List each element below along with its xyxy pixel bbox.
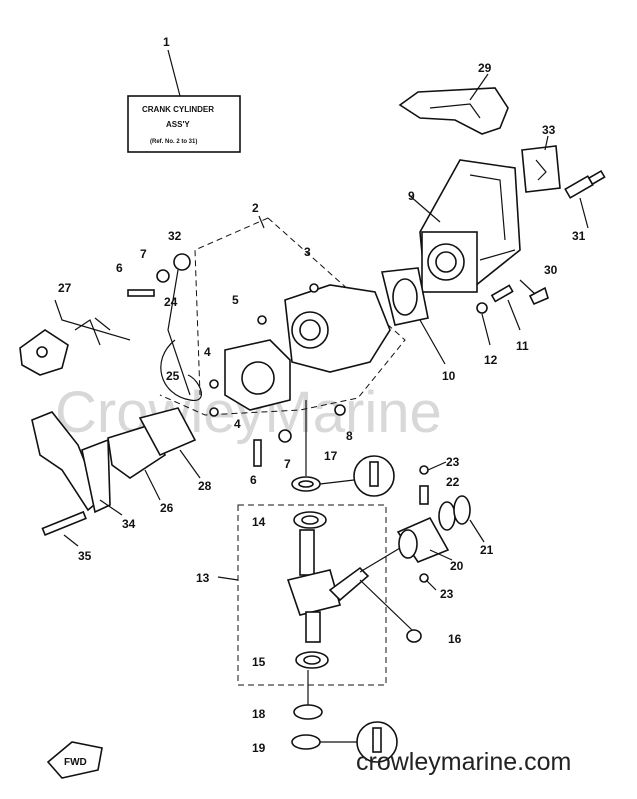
part-11-bolt xyxy=(490,284,514,303)
ref-34: 34 xyxy=(122,517,136,531)
ref-28: 28 xyxy=(198,479,212,493)
ref-18: 18 xyxy=(252,707,266,721)
callout-line-2: ASS'Y xyxy=(166,120,190,129)
ref-2: 2 xyxy=(252,201,259,215)
part-27-reed-valve xyxy=(19,317,111,376)
ref-35: 35 xyxy=(78,549,92,563)
ref-24: 24 xyxy=(164,295,178,309)
pin-detail-lower xyxy=(356,721,398,763)
ref-6-upper: 6 xyxy=(116,261,123,275)
part-16-needle-bearing xyxy=(406,629,422,643)
part-18-seal xyxy=(293,704,323,720)
part-3-plug xyxy=(309,283,319,293)
ref-7-upper: 7 xyxy=(140,247,147,261)
part-29-gasket xyxy=(398,87,509,135)
part-10-gasket xyxy=(381,267,429,326)
ref-31: 31 xyxy=(572,229,586,243)
forward-arrow-icon: FWD xyxy=(46,741,103,779)
part-23-clip-upper xyxy=(419,465,429,475)
ref-3: 3 xyxy=(304,245,311,259)
ref-22: 22 xyxy=(446,475,460,489)
ref-19: 19 xyxy=(252,741,266,755)
part-32-nut xyxy=(173,253,191,271)
ref-26: 26 xyxy=(160,501,174,515)
ref-13: 13 xyxy=(196,571,210,585)
part-4-dowel-lower xyxy=(209,407,219,417)
part-28-gasket xyxy=(138,407,197,457)
part-31-spark-plug xyxy=(564,169,606,199)
part-34-bracket xyxy=(31,411,111,514)
ref-12: 12 xyxy=(484,353,498,367)
part-17-bearing xyxy=(291,476,321,492)
ref-11: 11 xyxy=(516,339,529,353)
part-12-washer xyxy=(476,302,488,314)
ref-27: 27 xyxy=(58,281,72,295)
ref-23-upper: 23 xyxy=(446,455,460,469)
part-7-washer-upper xyxy=(156,269,170,283)
ref-21: 21 xyxy=(480,543,494,557)
part-6-bolt-lower xyxy=(253,439,262,467)
ref-4-lower: 4 xyxy=(234,417,241,431)
part-8-plug xyxy=(334,404,346,416)
crankshaft xyxy=(286,529,370,643)
part-14-bearing xyxy=(293,511,327,529)
ref-30: 30 xyxy=(544,263,558,277)
ref-33: 33 xyxy=(542,123,556,137)
pin-detail-upper xyxy=(353,455,395,497)
ref-32: 32 xyxy=(168,229,182,243)
part-2-crankcase xyxy=(224,284,391,411)
ref-7-lower: 7 xyxy=(284,457,291,471)
ref-5: 5 xyxy=(232,293,239,307)
ref-1: 1 xyxy=(163,35,170,49)
website-text: crowleymarine.com xyxy=(356,748,571,776)
part-30-bolt xyxy=(528,286,549,306)
ref-6-lower: 6 xyxy=(250,473,257,487)
part-6-bolt-upper xyxy=(127,289,155,297)
part-21-piston-rings xyxy=(438,495,471,531)
part-15-bearing xyxy=(295,651,329,669)
part-22-piston-pin xyxy=(419,485,429,505)
part-35-bolt xyxy=(41,510,87,536)
ref-25: 25 xyxy=(166,369,180,383)
part-19-bearing xyxy=(291,734,321,750)
part-5-plug xyxy=(257,315,267,325)
fwd-label: FWD xyxy=(64,757,87,768)
ref-16: 16 xyxy=(448,632,462,646)
ref-23-lower: 23 xyxy=(440,587,454,601)
ref-15: 15 xyxy=(252,655,266,669)
ref-8: 8 xyxy=(346,429,353,443)
assembly-callout-box: CRANK CYLINDER ASS'Y (Ref. No. 2 to 31) xyxy=(127,95,241,153)
callout-line-1: CRANK CYLINDER xyxy=(142,105,214,114)
ref-29: 29 xyxy=(478,61,492,75)
part-9-cylinder-housing xyxy=(419,159,521,293)
ref-20: 20 xyxy=(450,559,464,573)
ref-10: 10 xyxy=(442,369,456,383)
callout-line-3: (Ref. No. 2 to 31) xyxy=(150,139,197,145)
part-20-piston xyxy=(396,516,450,563)
part-7-washer-lower xyxy=(278,429,292,443)
part-4-dowel-upper xyxy=(209,379,219,389)
ref-4-upper: 4 xyxy=(204,345,211,359)
part-33-plate xyxy=(521,145,561,193)
ref-17: 17 xyxy=(324,449,338,463)
ref-9: 9 xyxy=(408,189,415,203)
ref-14: 14 xyxy=(252,515,266,529)
